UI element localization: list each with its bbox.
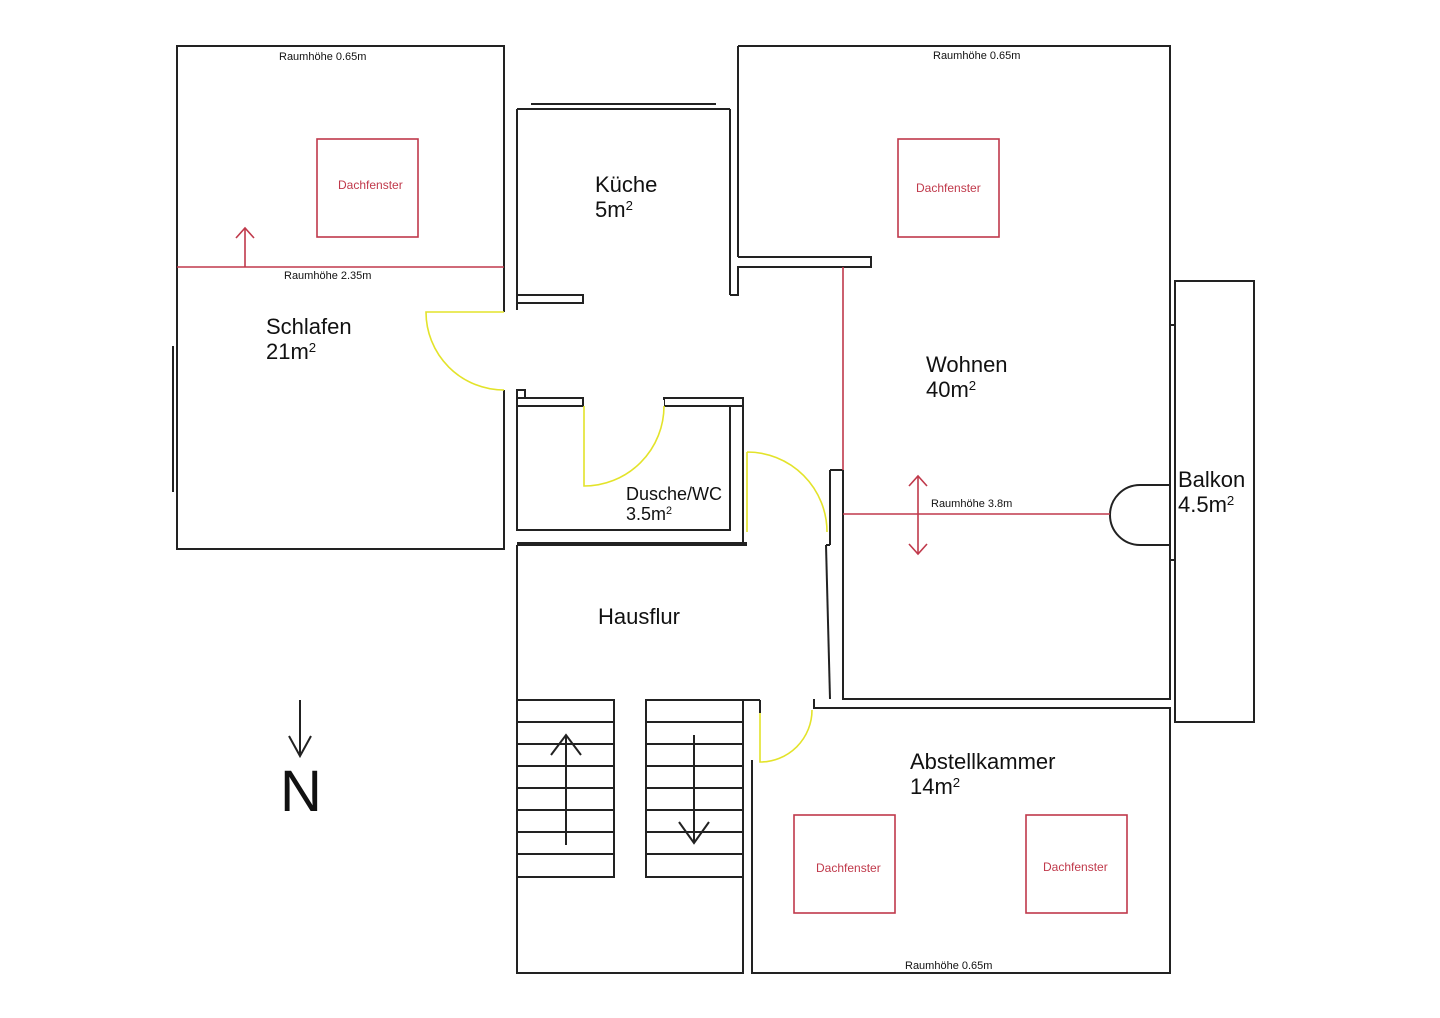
- skylight-abstell-right: [1025, 814, 1128, 914]
- skylight-label-schlafen: Dachfenster: [338, 178, 403, 192]
- staircase-up: [516, 699, 615, 878]
- height-abstell-bottom: Raumhöhe 0.65m: [905, 960, 993, 972]
- label-wohnen: Wohnen 40m2: [926, 352, 1008, 402]
- height-wohnen-top: Raumhöhe 0.65m: [933, 50, 1021, 62]
- label-schlafen: Schlafen 21m2: [266, 314, 352, 364]
- label-dusche: Dusche/WC 3.5m2: [626, 484, 723, 525]
- label-abstell: Abstellkammer 14m2: [910, 749, 1056, 799]
- skylight-wohnen: [897, 138, 1000, 238]
- kueche-partition: [516, 294, 584, 304]
- room-abstell-outline: [751, 699, 1171, 974]
- skylight-abstell-left: [793, 814, 896, 914]
- room-dusche: [516, 404, 731, 531]
- room-wohnen-outline: [738, 45, 1171, 700]
- skylight-label-wohnen: Dachfenster: [916, 181, 981, 195]
- north-label: N: [280, 759, 322, 824]
- label-kueche: Küche 5m2: [595, 172, 658, 222]
- staircase-down: [645, 699, 744, 878]
- height-schlafen-top: Raumhöhe 0.65m: [279, 51, 367, 63]
- height-wohnen-mid: Raumhöhe 3.8m: [931, 498, 1013, 510]
- skylight-label-abstell-left: Dachfenster: [816, 861, 881, 875]
- height-schlafen-mid: Raumhöhe 2.35m: [284, 270, 372, 282]
- balkon-door-bay: [1108, 484, 1170, 546]
- door-dusche: [583, 405, 665, 487]
- room-balkon: [1174, 280, 1255, 723]
- label-hausflur: Hausflur: [598, 604, 680, 629]
- skylight-label-abstell-right: Dachfenster: [1043, 860, 1108, 874]
- door-abstell: [759, 709, 813, 763]
- door-wohnen: [746, 451, 828, 533]
- room-schlafen: [176, 45, 505, 550]
- label-balkon: Balkon 4.5m2: [1178, 467, 1246, 517]
- door-schlafen: [425, 311, 505, 391]
- north-arrow-icon: [288, 700, 312, 759]
- skylight-schlafen: [316, 138, 419, 238]
